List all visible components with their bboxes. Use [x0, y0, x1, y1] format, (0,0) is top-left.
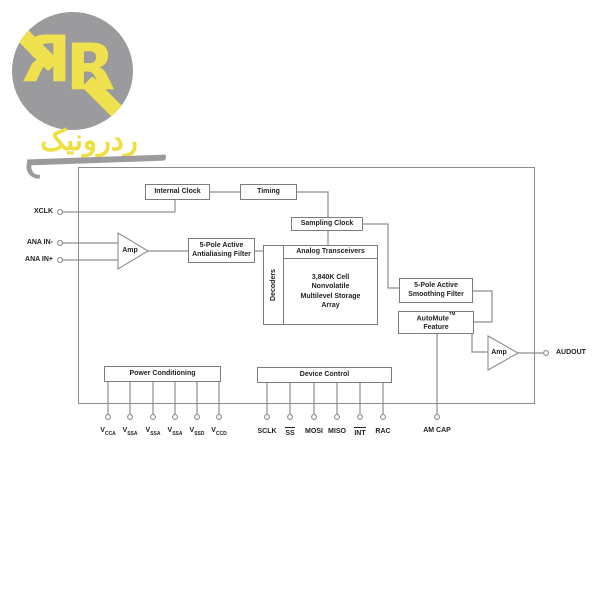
- smoothing-filter-line2: Smoothing Filter: [408, 290, 464, 298]
- pin-label-vssa1: VSSA: [122, 427, 138, 438]
- wire-automute-to-amp2: [471, 334, 488, 353]
- storage-line4: Array: [321, 302, 340, 309]
- automute-name-line: AutoMuteTM: [416, 311, 456, 324]
- pin-circle-sclk: [264, 414, 270, 420]
- block-timing: Timing: [240, 184, 297, 200]
- pin-circle-ana-in-minus: [57, 240, 63, 246]
- pin-circle-rac: [380, 414, 386, 420]
- wire-smoothing-to-automute: [473, 290, 493, 323]
- block-power-conditioning: Power Conditioning: [104, 366, 221, 382]
- pin-circle-mosi: [311, 414, 317, 420]
- pin-label-vssd: VSSD: [189, 427, 205, 438]
- block-smoothing-filter: 5-Pole Active Smoothing Filter: [399, 278, 473, 303]
- decoders-column: Decoders: [264, 246, 284, 324]
- pin-label-am-cap: AM CAP: [423, 427, 451, 434]
- pin-label-audout: AUDOUT: [556, 349, 586, 356]
- wire-xclk-to-internal-clock: [62, 200, 176, 213]
- company-logo: R R: [12, 12, 133, 130]
- automute-line2: Feature: [423, 324, 449, 332]
- block-storage-array: Decoders Analog Transceivers 3,840K Cell…: [263, 245, 378, 325]
- pin-circle-miso: [334, 414, 340, 420]
- pin-label-vcca: VCCA: [100, 427, 116, 438]
- automute-name: AutoMute: [416, 315, 449, 323]
- logo-monogram-r: R: [66, 31, 116, 105]
- pin-label-mosi: MOSI: [305, 428, 323, 435]
- pin-circle-vccd: [216, 414, 222, 420]
- decoders-label: Decoders: [269, 269, 277, 301]
- block-sampling-clock: Sampling Clock: [291, 217, 363, 231]
- pin-circle-xclk: [57, 209, 63, 215]
- pin-label-vssa2: VSSA: [145, 427, 161, 438]
- pin-circle-am-cap: [434, 414, 440, 420]
- amp-output-triangle: [487, 335, 520, 371]
- block-antialiasing-filter: 5-Pole Active Antialiasing Filter: [188, 238, 255, 263]
- chip-outline: [78, 167, 535, 404]
- block-automute-feature: AutoMuteTM Feature: [398, 311, 474, 334]
- brand-name-persian: ردرونیک: [40, 125, 138, 157]
- amp-input-triangle: [117, 232, 150, 270]
- wire-timing-to-sampling-clock: [297, 191, 329, 217]
- pin-label-ss: SS: [273, 427, 307, 439]
- pin-label-vssa3: VSSA: [167, 427, 183, 438]
- pin-label-ana-in-plus: ANA IN+: [25, 256, 53, 263]
- block-device-control: Device Control: [257, 367, 392, 383]
- pin-label-xclk: XCLK: [33, 208, 53, 215]
- pin-circle-ss: [287, 414, 293, 420]
- pin-label-rac: RAC: [375, 428, 391, 435]
- pin-circle-vssa2: [150, 414, 156, 420]
- trademark-symbol: TM: [448, 311, 456, 317]
- pin-circle-int: [357, 414, 363, 420]
- analog-transceivers-header: Analog Transceivers: [284, 246, 377, 259]
- storage-line1: 3,840K Cell: [311, 273, 350, 281]
- pin-circle-audout: [543, 350, 549, 356]
- pin-label-vccd: VCCD: [211, 427, 227, 438]
- pin-circle-vcca: [105, 414, 111, 420]
- pin-label-miso: MISO: [328, 428, 346, 435]
- storage-line3: Multilevel Storage: [300, 292, 361, 300]
- pin-circle-vssa3: [172, 414, 178, 420]
- pin-label-ana-in-minus: ANA IN-: [26, 239, 53, 246]
- pin-circle-vssd: [194, 414, 200, 420]
- wire-sampling-clock-to-smoothing-filter: [363, 223, 399, 289]
- pin-circle-vssa1: [127, 414, 133, 420]
- storage-array-text: 3,840K Cell Nonvolatile Multilevel Stora…: [284, 259, 377, 324]
- smoothing-filter-line1: 5-Pole Active: [414, 282, 458, 289]
- pin-circle-ana-in-plus: [57, 257, 63, 263]
- antialiasing-filter-line1: 5-Pole Active: [199, 242, 244, 249]
- block-internal-clock: Internal Clock: [145, 184, 210, 200]
- pin-label-int: INT: [343, 427, 377, 439]
- amp-input-label: Amp: [122, 247, 138, 254]
- storage-line2: Nonvolatile: [311, 283, 350, 290]
- amp-output-label: Amp: [491, 349, 507, 356]
- antialiasing-filter-line2: Antialiasing Filter: [192, 250, 251, 258]
- pin-label-sclk: SCLK: [257, 428, 277, 435]
